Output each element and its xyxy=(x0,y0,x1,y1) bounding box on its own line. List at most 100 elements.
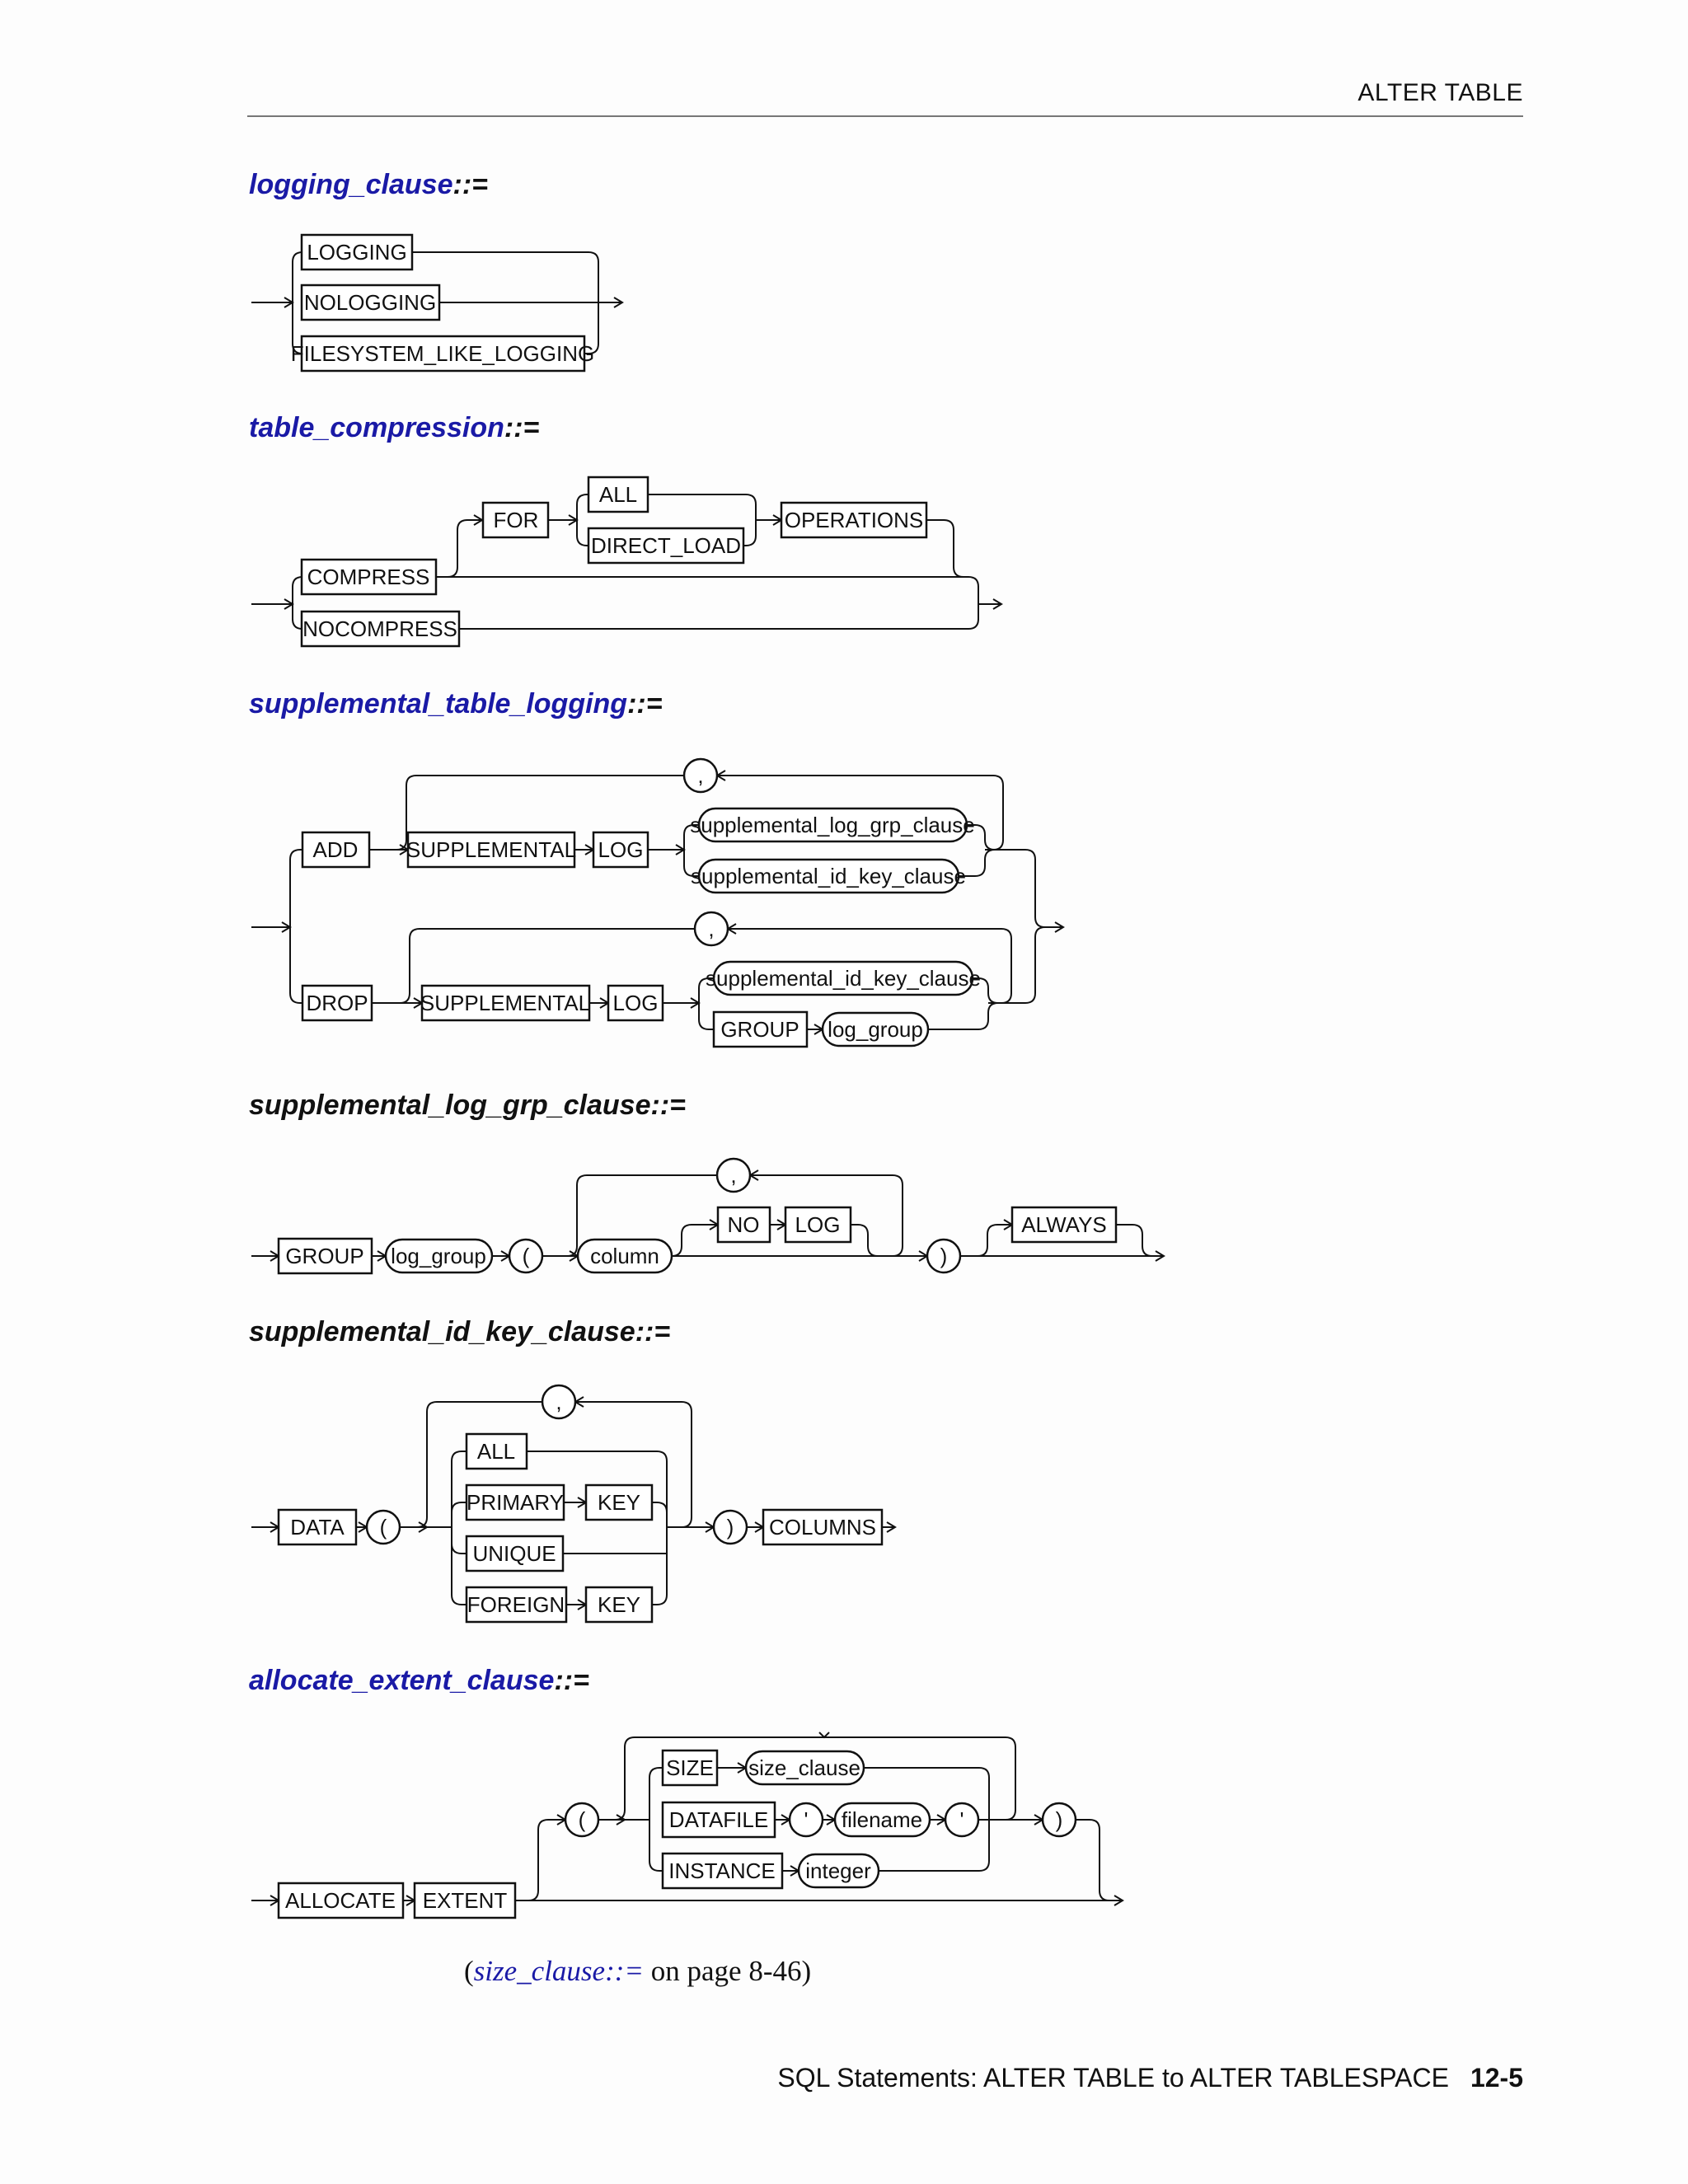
nonterminal-pill xyxy=(744,1750,865,1786)
keyword-box xyxy=(661,1852,784,1890)
production-name: supplemental_table_logging xyxy=(249,688,628,719)
nonterminal-pill xyxy=(821,1011,930,1047)
delimiter-pill xyxy=(365,1509,401,1545)
production-name: supplemental_log_grp_clause xyxy=(249,1090,651,1121)
keyword-log: LOG xyxy=(613,991,659,1015)
keyword-box xyxy=(277,1508,358,1546)
delimiter-pill xyxy=(682,757,719,794)
delimiter-pill xyxy=(541,1384,577,1420)
keyword-box xyxy=(465,1483,565,1521)
keyword-box xyxy=(277,1237,373,1275)
keyword-box xyxy=(661,1749,719,1787)
nonterminal-column: column xyxy=(590,1244,659,1268)
nonterminal-supplemental-id-key-clause: supplemental_id_key_clause xyxy=(691,864,966,888)
section-title-supplemental-id-key-clause: supplemental_id_key_clause::= xyxy=(249,1316,670,1348)
keyword-drop: DROP xyxy=(306,991,368,1015)
nonterminal-pill xyxy=(712,960,974,996)
keyword-box xyxy=(712,1010,809,1048)
delimiter-right-paren: ) xyxy=(940,1244,948,1268)
keyword-box xyxy=(592,831,649,869)
delimiter-comma: , xyxy=(730,1163,736,1188)
delimiter-comma: , xyxy=(708,916,714,941)
delimiter-pill xyxy=(715,1157,752,1193)
production-operator: ::= xyxy=(627,688,663,719)
section-title-supplemental-table-logging: supplemental_table_logging::= xyxy=(249,688,663,720)
section-title-table-compression: table_compression::= xyxy=(249,412,539,444)
production-operator: ::= xyxy=(650,1090,687,1121)
keyword-group: GROUP xyxy=(720,1017,799,1042)
delimiter-pill xyxy=(693,911,729,947)
railroad-arrows xyxy=(284,297,624,308)
keyword-group: GROUP xyxy=(285,1244,363,1268)
keyword-supplemental: SUPPLEMENTAL xyxy=(420,991,590,1015)
keyword-extent: EXTENT xyxy=(423,1888,508,1913)
keyword-box xyxy=(780,501,928,539)
keyword-box xyxy=(277,1882,405,1919)
footer-title: SQL Statements: ALTER TABLE to ALTER TAB… xyxy=(777,2063,1449,2093)
keyword-box xyxy=(584,1586,654,1624)
keyword-box xyxy=(420,984,591,1022)
keyword-box xyxy=(587,476,649,513)
railroad-lines xyxy=(251,1401,895,1605)
note-page-ref: on page 8-46) xyxy=(644,1955,812,1987)
keyword-instance: INSTANCE xyxy=(668,1858,776,1883)
keyword-log: LOG xyxy=(795,1212,841,1237)
delimiter-pill xyxy=(1041,1802,1077,1838)
delimiter-pill xyxy=(944,1802,980,1838)
keyword-box xyxy=(300,284,441,321)
page-footer: SQL Statements: ALTER TABLE to ALTER TAB… xyxy=(777,2063,1523,2093)
keyword-allocate: ALLOCATE xyxy=(285,1888,396,1913)
nonterminal-pill xyxy=(797,1853,880,1889)
delimiter-comma: , xyxy=(556,1390,561,1414)
nonterminal-pill xyxy=(697,858,960,894)
keyword-data: DATA xyxy=(290,1515,345,1540)
delimiter-quote: ' xyxy=(804,1807,809,1832)
keyword-key: KEY xyxy=(598,1592,640,1617)
keyword-box xyxy=(465,1432,528,1470)
keyword-all: ALL xyxy=(477,1439,515,1464)
keyword-box xyxy=(465,1535,565,1572)
production-name: supplemental_id_key_clause xyxy=(249,1316,635,1347)
keyword-nologging: NOLOGGING xyxy=(304,290,436,315)
nonterminal-size-clause: size_clause xyxy=(748,1755,860,1780)
delimiter-left-paren: ( xyxy=(579,1807,586,1832)
keyword-primary: PRIMARY xyxy=(467,1490,564,1515)
delimiter-pill xyxy=(926,1238,962,1274)
keyword-box xyxy=(301,984,373,1022)
keyword-logging: LOGGING xyxy=(307,240,406,265)
production-operator: ::= xyxy=(452,169,489,200)
production-name: table_compression xyxy=(249,412,504,443)
keyword-box xyxy=(607,984,664,1022)
nonterminal-pill xyxy=(384,1238,494,1274)
railroad-lines xyxy=(251,775,1063,1030)
delimiter-comma: , xyxy=(697,763,703,788)
keyword-box xyxy=(413,1882,517,1919)
railroad-lines xyxy=(251,1174,1164,1257)
keyword-always: ALWAYS xyxy=(1021,1212,1107,1237)
nonterminal-pill xyxy=(576,1238,673,1274)
note-open-paren: ( xyxy=(464,1955,474,1987)
nonterminal-log-group: log_group xyxy=(391,1244,486,1268)
keyword-no: NO xyxy=(728,1212,760,1237)
delimiter-pill xyxy=(508,1238,544,1274)
keyword-foreign: FOREIGN xyxy=(467,1592,565,1617)
keyword-nocompress: NOCOMPRESS xyxy=(302,616,457,641)
delimiter-pill xyxy=(564,1802,600,1838)
size-clause-link[interactable]: size_clause::= xyxy=(473,1955,644,1987)
section-title-supplemental-log-grp-clause: supplemental_log_grp_clause::= xyxy=(249,1090,686,1122)
keyword-filesystem-like-logging: FILESYSTEM_LIKE_LOGGING xyxy=(291,341,594,366)
nonterminal-supplemental-id-key-clause: supplemental_id_key_clause xyxy=(706,966,981,991)
keyword-columns: COLUMNS xyxy=(769,1515,876,1540)
keyword-size: SIZE xyxy=(666,1755,714,1780)
delimiter-right-paren: ) xyxy=(727,1515,734,1540)
page-number: 12-5 xyxy=(1470,2063,1523,2093)
keyword-box xyxy=(300,558,438,596)
delimiter-pill xyxy=(712,1509,748,1545)
keyword-box xyxy=(300,610,461,648)
keyword-box xyxy=(661,1801,776,1839)
delimiter-pill xyxy=(788,1802,824,1838)
